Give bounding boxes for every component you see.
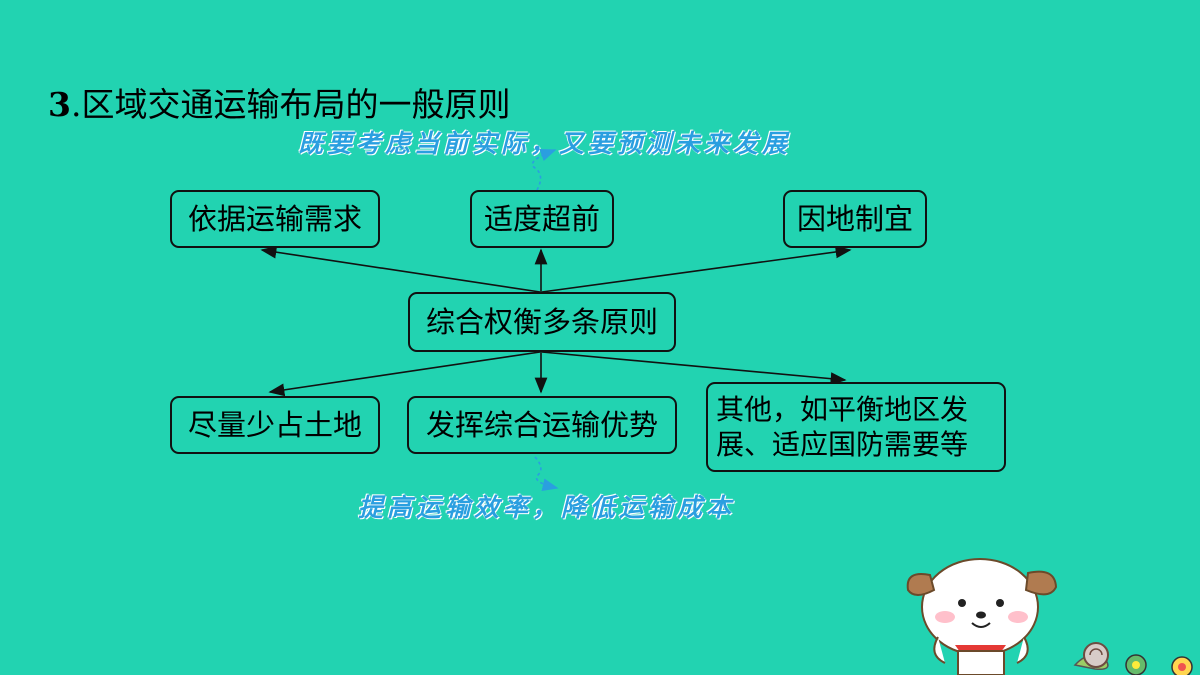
puppy-mascot [906,558,1193,675]
arrow-to-other [541,351,847,386]
arrow-to-local [541,245,852,293]
node-center: 综合权衡多条原则 [408,292,676,352]
title-text: .区域交通运输布局的一般原则 [70,85,511,124]
node-advance: 适度超前 [470,190,614,248]
dashed-arrow-bottom [534,456,559,491]
node-land: 尽量少占土地 [170,396,380,454]
puppy-icon [906,558,1058,675]
page-title: 3.区域交通运输布局的一般原则 [48,78,510,126]
decor-circle-icon [1125,654,1193,675]
note-bottom: 提高运输效率，降低运输成本 [358,493,736,522]
node-integrated: 发挥综合运输优势 [407,396,677,454]
title-number: 3 [48,85,71,124]
snail-icon [1073,642,1109,671]
node-local: 因地制宜 [783,190,927,248]
dashed-arrow-top [531,148,557,191]
node-other: 其他，如平衡地区发展、适应国防需要等 [706,382,1006,472]
arrow-to-demand [260,245,541,293]
node-demand: 依据运输需求 [170,190,380,248]
arrow-to-land [268,351,541,397]
